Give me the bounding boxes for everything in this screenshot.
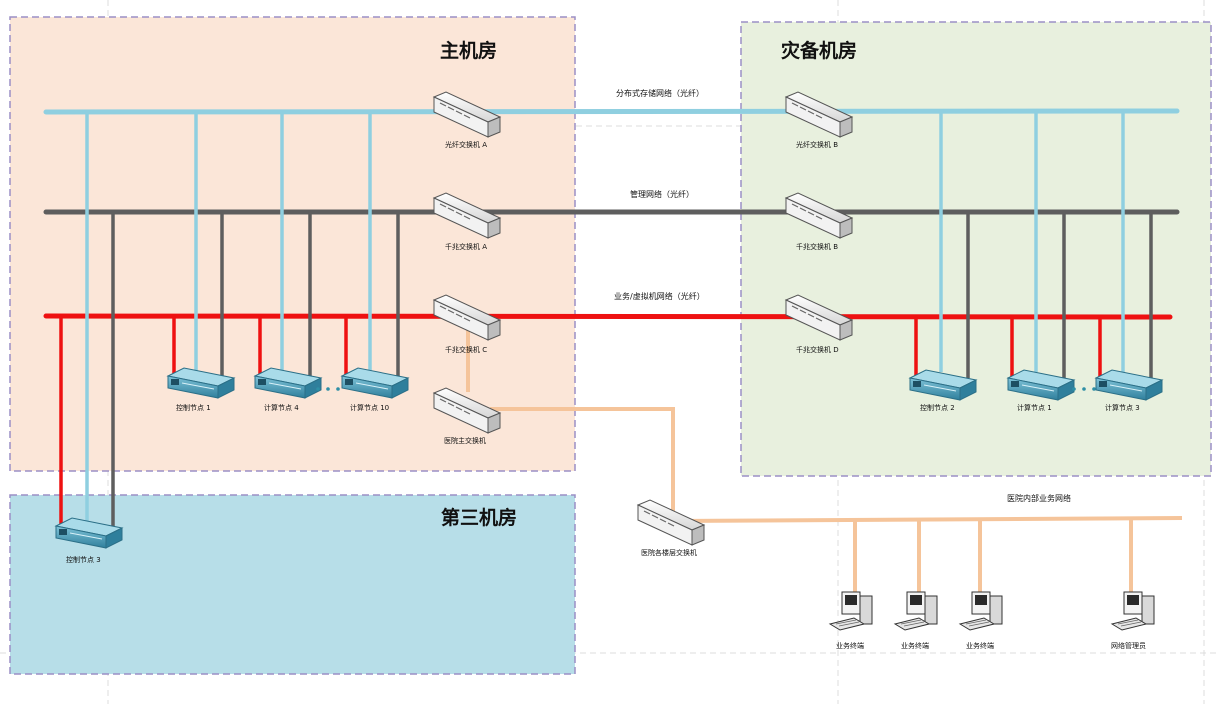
fiber-switch-a: 光纤交换机 A [433,91,501,149]
compute-node-3-label: 计算节点 3 [1105,403,1140,412]
gig-switch-c: 千兆交换机 C [433,294,501,354]
workstation-1: 业务终端 [829,591,873,650]
admin-terminal-label: 网络管理员 [1111,641,1146,650]
management-network-label: 管理网络（光纤） [630,189,694,199]
admin-terminal: 网络管理员 [1111,591,1155,650]
compute-node-3: 计算节点 3 [1095,369,1163,412]
gig-switch-b: 千兆交换机 B [785,192,853,251]
compute-node-4-label: 计算节点 4 [264,403,299,412]
fiber-switch-a-label: 光纤交换机 A [445,140,487,149]
storage-network-label: 分布式存储网络（光纤） [616,88,704,98]
business-network-label: 业务/虚拟机网络（光纤） [614,291,705,301]
workstation-1-label: 业务终端 [836,641,864,650]
compute-node-4: 计算节点 4 [254,367,322,412]
gig-switch-a-label: 千兆交换机 A [445,242,487,251]
zone-main-room [9,16,576,472]
gig-switch-a: 千兆交换机 A [433,192,501,251]
zone-main-title: 主机房 [440,39,497,62]
core-switch-label: 医院主交换机 [444,436,486,445]
control-node-2-label: 控制节点 2 [920,403,955,412]
workstation-3-label: 业务终端 [966,641,994,650]
fiber-switch-b-label: 光纤交换机 B [796,140,838,149]
compute-node-1-label: 计算节点 1 [1017,403,1052,412]
gig-switch-c-label: 千兆交换机 C [445,345,487,354]
zone-third-title: 第三机房 [441,506,517,529]
business-drops [59,316,1102,530]
hospital-network-links [466,326,1183,600]
control-node-3: 控制节点 3 [55,517,123,564]
compute-node-1: 计算节点 1 [1007,369,1075,412]
gig-switch-b-label: 千兆交换机 B [796,242,838,251]
workstation-3: 业务终端 [959,591,1003,650]
compute-node-10: 计算节点 10 [341,367,409,412]
fiber-switch-b: 光纤交换机 B [785,91,853,149]
gig-switch-d: 千兆交换机 D [785,294,853,354]
workstation-2: 业务终端 [894,591,938,650]
compute-node-10-label: 计算节点 10 [350,403,389,412]
ellipsis-dots-dr [1072,387,1096,391]
storage-network-bus [43,108,1180,115]
control-node-2: 控制节点 2 [909,369,977,412]
core-switch: 医院主交换机 [433,387,501,445]
zone-dr-title: 灾备机房 [781,39,857,62]
control-node-1-label: 控制节点 1 [176,403,211,412]
gig-switch-d-label: 千兆交换机 D [796,345,839,354]
floor-switch-label: 医院各楼层交换机 [641,548,697,557]
management-drops [111,212,1153,528]
floor-switch: 医院各楼层交换机 [637,499,705,557]
control-node-1: 控制节点 1 [167,367,235,412]
control-node-3-label: 控制节点 3 [66,555,101,564]
zone-dr-room [740,21,1212,477]
hospital-network-label: 医院内部业务网络 [1007,493,1071,503]
business-network-bus [43,313,1173,320]
workstation-2-label: 业务终端 [901,641,929,650]
ellipsis-dots-main [316,387,340,391]
storage-drops [85,112,1125,522]
